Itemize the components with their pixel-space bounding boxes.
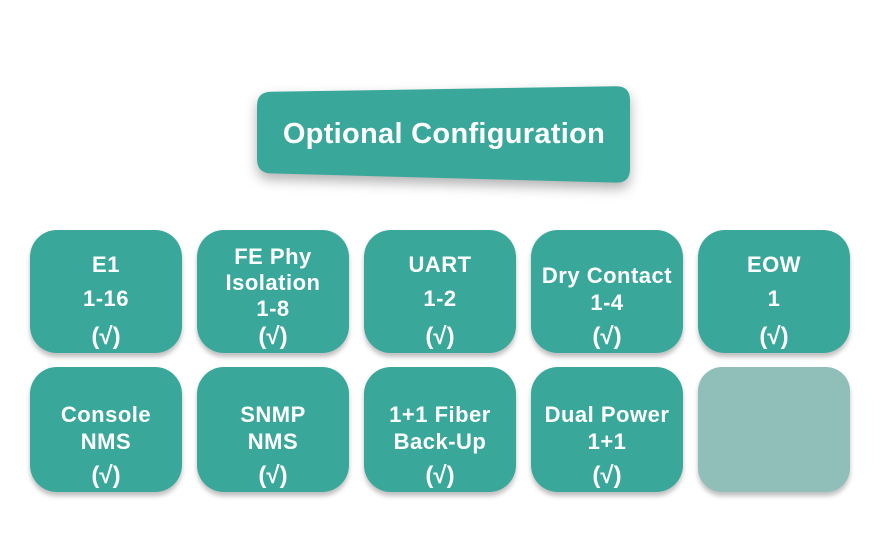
- config-box-snmp-nms: SNMP NMS (√): [197, 367, 349, 492]
- check-mark: (√): [91, 323, 121, 350]
- config-box-console-nms: Console NMS (√): [30, 367, 182, 492]
- box-label-line: SNMP: [240, 402, 306, 427]
- config-box-empty: [698, 367, 850, 492]
- box-label-line: 1: [767, 286, 781, 311]
- check-mark: (√): [425, 462, 455, 489]
- box-label-line: 1-4: [590, 290, 624, 315]
- banner-shape: [257, 86, 630, 183]
- check-mark: (√): [258, 323, 288, 350]
- box-label-line: Isolation: [225, 270, 321, 295]
- config-box-fe-phy-isolation: FE Phy Isolation 1-8 (√): [197, 230, 349, 353]
- box-label-line: Back-Up: [393, 429, 487, 454]
- banner-title: Optional Configuration: [282, 117, 606, 150]
- config-box-dry-contact: Dry Contact 1-4 (√): [531, 230, 683, 353]
- config-box-fiber-backup: 1+1 Fiber Back-Up (√): [364, 367, 516, 492]
- box-label-line: 1-16: [82, 286, 130, 311]
- check-mark: (√): [592, 462, 622, 489]
- check-mark: (√): [258, 462, 288, 489]
- box-label-line: E1: [92, 252, 120, 277]
- config-box-uart: UART 1-2 (√): [364, 230, 516, 353]
- config-box-eow: EOW 1 (√): [698, 230, 850, 353]
- box-label-line: 1+1: [587, 429, 627, 454]
- box-label-line: EOW: [746, 252, 802, 277]
- box-label-line: Dual Power: [544, 402, 670, 427]
- box-label-line: FE Phy: [234, 244, 312, 269]
- box-label-line: 1-8: [256, 296, 290, 321]
- check-mark: (√): [425, 323, 455, 350]
- box-label-line: UART: [408, 252, 472, 277]
- box-label-line: 1-2: [423, 286, 457, 311]
- box-label-line: Dry Contact: [541, 263, 673, 288]
- check-mark: (√): [759, 323, 789, 350]
- config-grid: E1 1-16 (√) FE Phy Isolation 1-8 (√) UAR…: [30, 230, 850, 492]
- title-banner: Optional Configuration: [255, 83, 633, 187]
- box-label-line: NMS: [247, 429, 299, 454]
- config-box-dual-power: Dual Power 1+1 (√): [531, 367, 683, 492]
- check-mark: (√): [592, 323, 622, 350]
- box-label-line: 1+1 Fiber: [389, 402, 491, 427]
- config-box-e1: E1 1-16 (√): [30, 230, 182, 353]
- check-mark: (√): [91, 462, 121, 489]
- box-label-line: Console: [60, 402, 152, 427]
- box-label-line: NMS: [80, 429, 132, 454]
